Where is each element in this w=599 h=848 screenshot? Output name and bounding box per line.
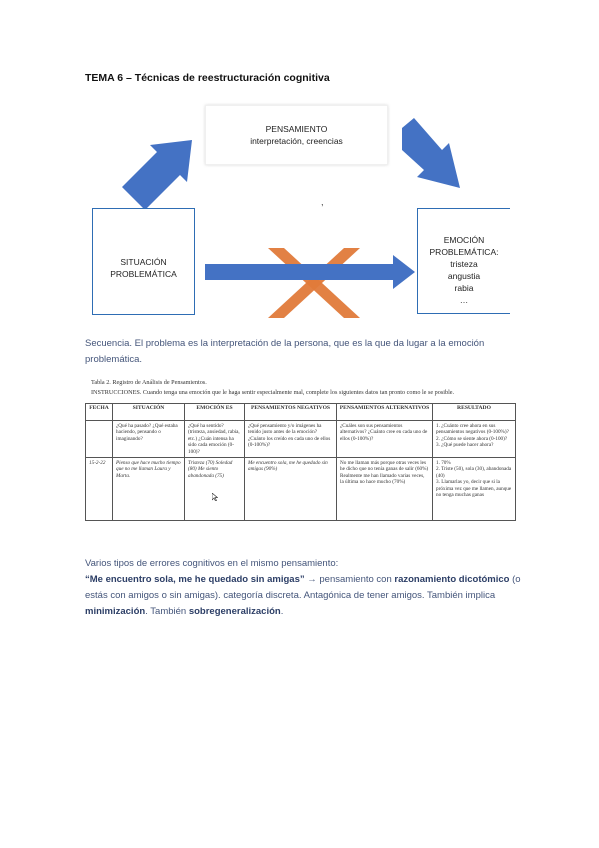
cognitive-model-diagram [122, 118, 460, 318]
column-header: RESULTADO [432, 403, 516, 421]
cross-mark-icon [268, 248, 360, 318]
table-row: 15-2-22 Pienso que hace mucho tiempo que… [85, 457, 516, 522]
table-cell [85, 419, 113, 459]
column-header: EMOCIÓN ES [184, 403, 245, 421]
result-item: 2. Triste (50), sola (30), abandonada (4… [436, 466, 512, 479]
record-sheet-instructions: INSTRUCCIONES. Cuando tenga una emoción … [91, 389, 455, 396]
sequence-caption: Secuencia. El problema es la interpretac… [85, 338, 485, 365]
arrow-up-right-icon [122, 140, 192, 210]
paragraph-text: (o estás con amigos o sin amigas). categ… [85, 574, 521, 601]
example-quote: “Me encuentro sola, me he quedado sin am… [85, 574, 305, 585]
page-heading: TEMA 6 – Técnicas de reestructuración co… [85, 72, 330, 84]
situation-line1: SITUACIÓN [120, 257, 167, 267]
thought-box: PENSAMIENTO interpretación, creencias [205, 105, 388, 165]
table-cell: No me llaman más porque otras veces les … [336, 457, 433, 522]
situation-line2: PROBLEMÁTICA [110, 269, 177, 279]
paragraph-intro: Varios tipos de errores cognitivos en el… [85, 558, 339, 569]
arrow-glyph: → [304, 574, 320, 585]
emotion-box: EMOCIÓN PROBLEMÁTICA: tristeza angustia … [417, 208, 510, 314]
paragraph-body: “Me encuentro sola, me he quedado sin am… [85, 572, 525, 620]
term-overgeneralization: sobregeneralización [188, 606, 281, 617]
term-minimization: minimización [85, 606, 146, 617]
column-header: PENSAMIENTOS ALTERNATIVOS [336, 403, 433, 421]
term-dichotomous: razonamiento dicotómico [394, 574, 510, 585]
thought-record-table: FECHA SITUACIÓN EMOCIÓN ES PENSAMIENTOS … [85, 403, 516, 522]
direct-arrow-icon [205, 255, 415, 289]
paragraph-text: pensamiento con [319, 574, 395, 585]
column-header: SITUACIÓN [112, 403, 185, 421]
table-cell: ¿Qué ha sentido? (tristeza, ansiedad, ra… [184, 419, 245, 459]
table-header-row: FECHA SITUACIÓN EMOCIÓN ES PENSAMIENTOS … [85, 403, 516, 421]
cognitive-errors-paragraph: Varios tipos de errores cognitivos en el… [85, 556, 525, 620]
thought-title: PENSAMIENTO [265, 124, 328, 134]
emotion-item: rabia [454, 283, 474, 293]
table-row: ¿Qué ha pasado? ¿Qué estaba haciendo, pe… [85, 419, 516, 459]
result-item: 1. 70% [436, 460, 451, 467]
stray-mark: , [321, 197, 324, 207]
arrow-down-right-icon [402, 118, 460, 188]
table-cell: ¿Qué ha pasado? ¿Qué estaba haciendo, pe… [112, 419, 185, 459]
column-header: PENSAMIENTOS NEGATIVOS [244, 403, 337, 421]
emotion-line1: EMOCIÓN [443, 235, 485, 245]
emotion-item: tristeza [450, 259, 478, 269]
table-cell: ¿Cuáles son sus pensamientos alternativo… [336, 419, 433, 459]
paragraph-text: . También [145, 606, 189, 617]
table-cell: ¿Qué pensamiento y/o imágenes ha tenido … [244, 419, 337, 459]
record-sheet-title: Tabla 2. Registro de Análisis de Pensami… [91, 379, 207, 386]
table-cell: 1. ¿Cuánto cree ahora en sus pensamiento… [432, 419, 516, 459]
result-cell: 1. 70% 2. Triste (50), sola (30), abando… [432, 457, 516, 522]
situation-box: SITUACIÓN PROBLEMÁTICA [92, 208, 195, 315]
emotion-item: angustia [447, 271, 481, 281]
result-item: 3. Llamarlas yo, decir que si la próxima… [436, 479, 512, 499]
emotion-item: … [459, 295, 469, 305]
table-cell: Pienso que hace mucho tiempo que no me l… [112, 457, 185, 522]
table-cell: Tristeza (70) Soledad (80) Me siento aba… [184, 457, 245, 522]
emotion-line2: PROBLEMÁTICA: [429, 247, 499, 257]
thought-subtitle: interpretación, creencias [250, 136, 343, 146]
mouse-pointer-icon [212, 493, 218, 501]
table-cell: Me encuentro sola, me he quedado sin ami… [244, 457, 337, 522]
column-header: FECHA [85, 403, 113, 421]
table-cell: 15-2-22 [85, 457, 113, 522]
paragraph-text: . [280, 606, 284, 617]
